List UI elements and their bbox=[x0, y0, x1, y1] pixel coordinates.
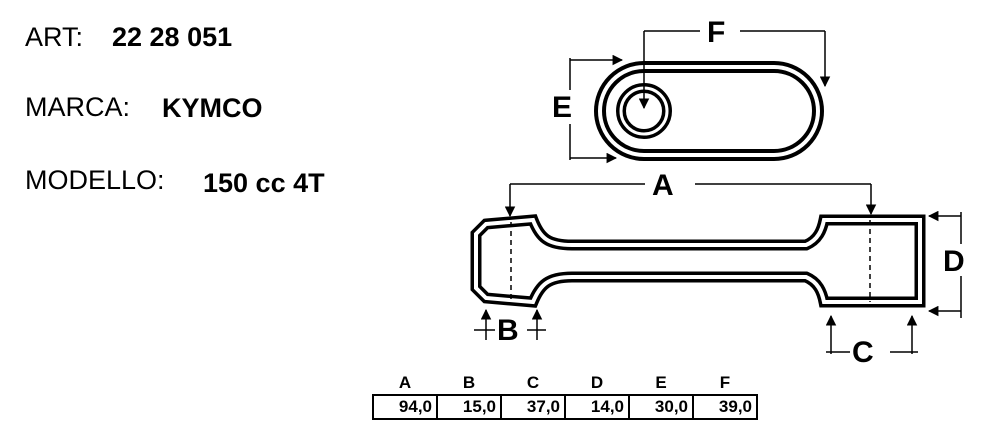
modello-value: 150 cc 4T bbox=[203, 168, 325, 198]
marca-label: MARCA: bbox=[25, 92, 131, 122]
value-cell: 39,0 bbox=[692, 394, 758, 420]
art-value: 22 28 051 bbox=[112, 22, 233, 52]
dimensions-value-row: 94,0 15,0 37,0 14,0 30,0 39,0 bbox=[372, 394, 758, 420]
dim-letter-f: F bbox=[707, 16, 725, 49]
header-cell: B bbox=[462, 373, 476, 392]
header-cell: F bbox=[719, 373, 731, 392]
dim-letter-c: C bbox=[852, 336, 874, 369]
dimensions-header-row: A B C D E F bbox=[373, 372, 757, 395]
top-view-outline bbox=[594, 61, 824, 161]
art-label: ART: bbox=[25, 22, 84, 52]
modello-label: MODELLO: bbox=[25, 165, 165, 195]
value-cell: 14,0 bbox=[564, 394, 630, 420]
dim-letter-d: D bbox=[943, 245, 965, 278]
dim-letter-a: A bbox=[652, 169, 674, 202]
value-cell: 30,0 bbox=[628, 394, 694, 420]
top-view bbox=[548, 14, 831, 164]
dim-letter-e: E bbox=[552, 91, 572, 124]
value-cell: 37,0 bbox=[500, 394, 566, 420]
side-view bbox=[470, 168, 974, 366]
rod-outline bbox=[470, 214, 926, 308]
dimensions-table: A B C D E F 94,0 15,0 37,0 14,0 30,0 39,… bbox=[372, 372, 758, 420]
header-cell: E bbox=[655, 373, 667, 392]
marca-value: KYMCO bbox=[162, 93, 263, 123]
value-cell: 15,0 bbox=[436, 394, 502, 420]
technical-drawing: F E A D B C bbox=[470, 14, 974, 369]
header-cell: A bbox=[398, 373, 412, 392]
value-cell: 94,0 bbox=[372, 394, 438, 420]
header-cell: C bbox=[526, 373, 540, 392]
dim-letter-b: B bbox=[497, 314, 519, 347]
header-cell: D bbox=[590, 373, 604, 392]
